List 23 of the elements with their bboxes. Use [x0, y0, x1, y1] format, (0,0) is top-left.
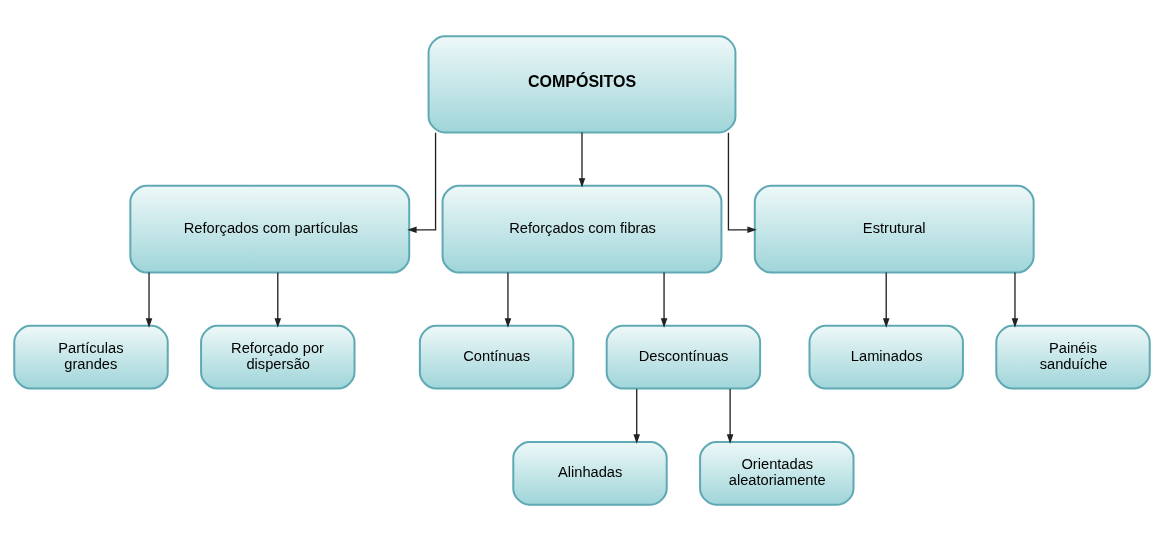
arrow	[578, 131, 586, 188]
node-box: Orientadas aleatoriamente	[699, 440, 855, 506]
node-box: Alinhadas	[512, 440, 668, 506]
arrow	[726, 388, 734, 444]
node-box: COMPÓSITOS	[427, 35, 737, 134]
node-box: Partículas grandes	[13, 324, 169, 390]
node-box: Laminados	[808, 324, 964, 390]
arrow	[882, 271, 890, 328]
node-box: Contínuas	[418, 324, 575, 390]
arrow	[633, 388, 640, 444]
arrow	[727, 132, 757, 234]
arrow	[407, 132, 437, 234]
node-box: Reforçado por dispersão	[200, 324, 356, 390]
node-box: Painéis sanduíche	[995, 324, 1151, 390]
arrow	[660, 271, 668, 328]
node-box: Descontínuas	[605, 324, 762, 390]
arrow	[145, 271, 153, 328]
arrow	[274, 271, 282, 328]
node-box: Estrutural	[753, 184, 1035, 274]
node-box: Reforçados com partículas	[129, 184, 411, 274]
node-box: Reforçados com fibras	[441, 184, 723, 274]
arrow	[1011, 271, 1019, 328]
arrow	[504, 271, 512, 328]
